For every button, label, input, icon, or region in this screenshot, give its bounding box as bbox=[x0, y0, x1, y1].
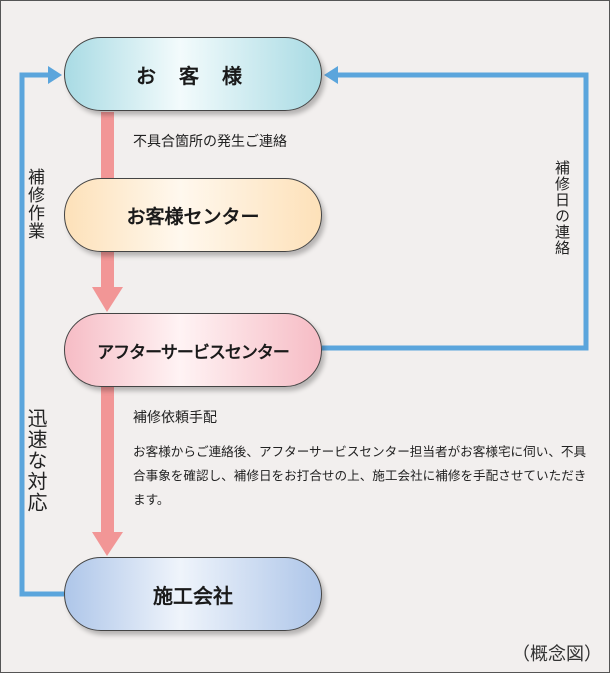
node-after-service-center: アフターサービスセンター bbox=[64, 313, 322, 387]
blue-arrowhead-left bbox=[48, 66, 62, 84]
blue-line-right bbox=[322, 72, 589, 351]
pink-connector-3 bbox=[101, 387, 114, 533]
node-customer: お 客 様 bbox=[64, 37, 322, 111]
node-customer-center-label: お客様センター bbox=[126, 205, 260, 228]
node-after-service-center-label: アフターサービスセンター bbox=[97, 342, 290, 363]
pink-arrowhead-1 bbox=[92, 287, 123, 312]
node-contractor: 施工会社 bbox=[64, 557, 322, 631]
label-defect-contact: 不具合箇所の発生ご連絡 bbox=[133, 134, 287, 150]
node-customer-center: お客様センター bbox=[64, 178, 322, 252]
node-contractor-label: 施工会社 bbox=[153, 583, 233, 608]
pink-arrowhead-2 bbox=[92, 532, 123, 556]
blue-arrowhead-right bbox=[324, 66, 338, 84]
label-repair-request: 補修依頼手配 bbox=[133, 410, 217, 426]
label-quick-response: 迅速な対応 bbox=[24, 408, 48, 513]
node-customer-label: お 客 様 bbox=[136, 63, 250, 88]
pink-connector-1 bbox=[101, 112, 114, 178]
blue-line-left bbox=[19, 72, 64, 597]
label-repair-date-contact: 補修日の連絡 bbox=[553, 160, 571, 256]
pink-connector-2 bbox=[101, 252, 114, 288]
description-text: お客様からご連絡後、アフターサービスセンター担当者がお客様宅に伺い、不具合事象を… bbox=[133, 444, 587, 507]
label-repair-work: 補修作業 bbox=[24, 168, 44, 240]
concept-note: （概念図） bbox=[512, 644, 602, 665]
